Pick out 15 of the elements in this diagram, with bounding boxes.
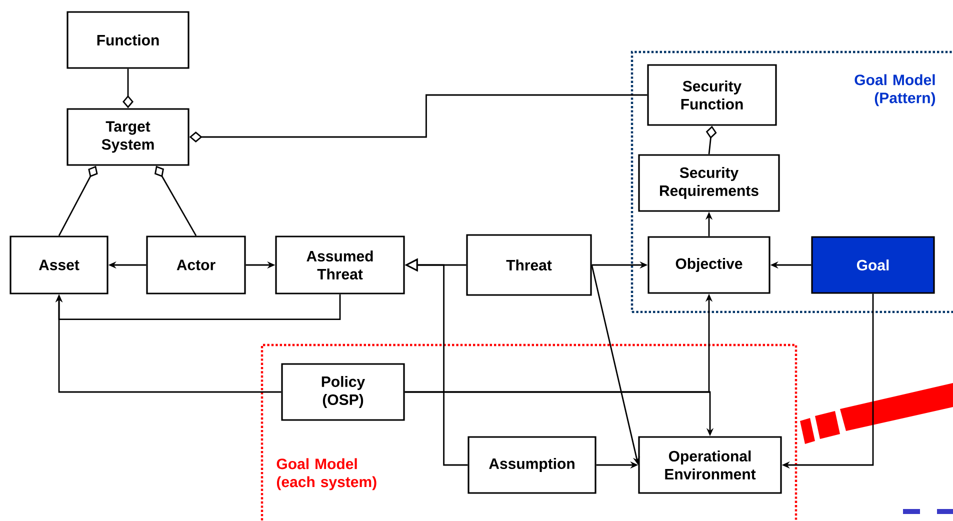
- process-box: Objective: [648, 236, 770, 294]
- process-box: Policy (OSP): [281, 363, 405, 421]
- group-label: Goal Model (each system): [276, 458, 376, 490]
- process-box: Target System: [66, 108, 190, 166]
- process-box: Operational Environment: [638, 436, 782, 494]
- process-box: Security Requirements: [638, 154, 780, 212]
- process-box: Security Function: [647, 64, 777, 126]
- process-box: Threat: [466, 234, 592, 296]
- group-label: Goal Model (Pattern): [854, 74, 936, 106]
- process-box: Function: [66, 11, 190, 69]
- process-box: Actor: [146, 236, 246, 294]
- process-box: Assumed Threat: [275, 236, 405, 294]
- process-box: Assumption: [468, 436, 596, 494]
- process-box: Asset: [10, 236, 108, 294]
- process-box: Goal: [811, 236, 935, 294]
